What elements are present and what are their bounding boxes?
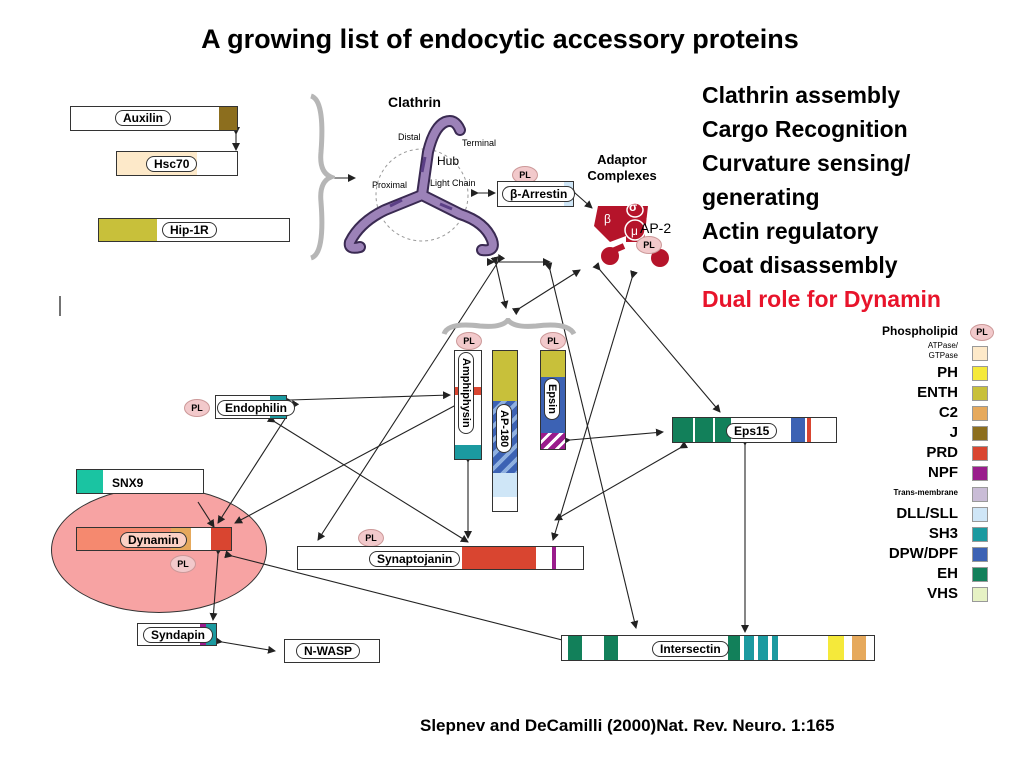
legend-swatch	[972, 507, 988, 522]
legend-row-npf: NPF	[880, 464, 988, 482]
endophilin-label: Endophilin	[217, 400, 295, 416]
adaptor-label-line: Adaptor	[597, 152, 647, 167]
legend-swatch	[972, 366, 988, 381]
legend-label: ATPase/ GTPase	[928, 341, 958, 361]
legend-row-vhs: VHS	[880, 585, 988, 603]
epsin-label: Epsin	[544, 378, 560, 420]
legend-label: NPF	[928, 464, 958, 481]
legend-label-line: GTPase	[928, 351, 958, 360]
clathrin-distal-label: Distal	[398, 132, 421, 142]
legend-label: EH	[937, 565, 958, 582]
legend-row-eh: EH	[880, 565, 988, 583]
phospholipid-badge: PL	[540, 332, 566, 350]
legend-row-dpw: DPW/DPF	[880, 545, 988, 563]
eps15-label: Eps15	[726, 423, 778, 439]
role-item: Clathrin assembly	[702, 82, 901, 108]
citation: Slepnev and DeCamilli (2000)Nat. Rev. Ne…	[420, 716, 835, 735]
legend-label-line: ATPase/	[927, 341, 958, 350]
hsc70-label: Hsc70	[146, 156, 198, 172]
legend-row-enth: ENTH	[880, 384, 988, 402]
legend-label: Phospholipid	[882, 324, 958, 338]
clathrin-hub-label: Hub	[437, 154, 460, 168]
legend-row-prd: PRD	[880, 444, 988, 462]
phospholipid-badge: PL	[358, 529, 384, 547]
hip1r-label: Hip-1R	[162, 222, 217, 238]
intersectin-bar	[561, 635, 875, 661]
legend-label: ENTH	[917, 384, 958, 401]
legend-label: C2	[938, 404, 958, 421]
legend-row-dll: DLL/SLL	[880, 505, 988, 523]
ap2-label: AP-2	[640, 220, 672, 236]
legend-swatch	[972, 426, 988, 441]
role-item: Coat disassembly	[702, 252, 898, 278]
phospholipid-badge: PL	[184, 399, 210, 417]
snx9-label: SNX9	[112, 476, 144, 490]
legend-swatch	[972, 406, 988, 421]
legend-swatch	[972, 587, 988, 602]
legend-row-j: J	[880, 424, 988, 442]
clathrin-light-chain-label: Light Chain	[430, 178, 476, 188]
snx9-bar	[76, 469, 204, 494]
adaptor-label: Adaptor Complexes	[582, 152, 662, 184]
ap2-mu: μ	[631, 224, 638, 238]
legend-swatch	[972, 446, 988, 461]
phospholipid-badge: PL	[456, 332, 482, 350]
legend-label: SH3	[928, 525, 958, 542]
legend-label: DLL/SLL	[896, 505, 958, 522]
bracket-left	[309, 93, 335, 261]
clathrin-triskelion: Clathrin Hub Distal Terminal Proximal Li…	[330, 92, 510, 262]
legend-label: PH	[937, 364, 958, 381]
role-item: generating	[702, 184, 820, 210]
legend-swatch	[972, 346, 988, 361]
syndapin-label: Syndapin	[143, 627, 214, 643]
ap2-shape	[594, 202, 669, 267]
clathrin-shape	[343, 115, 499, 257]
legend-row-ph: PH	[880, 364, 988, 382]
legend-swatch	[972, 567, 988, 582]
legend-swatch	[972, 527, 988, 542]
ap2-sigma: σ	[629, 200, 638, 214]
legend-row-atpase: ATPase/ GTPase	[880, 341, 988, 365]
legend-label: VHS	[927, 585, 958, 602]
roles-list: Clathrin assembly Cargo Recognition Curv…	[702, 78, 941, 316]
role-item: Actin regulatory	[702, 218, 879, 244]
arrestin-label: β-Arrestin	[502, 186, 576, 202]
nwasp-label: N-WASP	[296, 643, 360, 659]
role-item: Curvature sensing/	[702, 150, 911, 176]
clathrin-terminal-label: Terminal	[462, 138, 497, 148]
ap180-label: AP-180	[496, 404, 512, 454]
legend-swatch	[972, 547, 988, 562]
legend-row-sh3: SH3	[880, 525, 988, 543]
phospholipid-badge: PL	[970, 324, 994, 341]
legend-row-transmembrane: Trans-membrane	[880, 485, 988, 503]
legend-label: Trans-membrane	[893, 488, 958, 497]
intersectin-label: Intersectin	[652, 641, 729, 657]
legend-label: PRD	[926, 444, 958, 461]
auxilin-label: Auxilin	[115, 110, 172, 126]
legend-row-c2: C2	[880, 404, 988, 422]
clathrin-label: Clathrin	[388, 94, 441, 110]
legend-row-phospholipid: Phospholipid PL	[880, 324, 994, 342]
legend-swatch	[972, 386, 988, 401]
legend-label: DPW/DPF	[888, 545, 958, 562]
slide-title: A growing list of endocytic accessory pr…	[201, 24, 799, 54]
ap2-beta: β	[604, 212, 611, 226]
synaptojanin-label: Synaptojanin	[369, 551, 461, 567]
legend-label: J	[949, 424, 958, 441]
clathrin-proximal-label: Proximal	[372, 180, 408, 190]
role-item-highlight: Dual role for Dynamin	[702, 286, 941, 312]
ap2-alpha: α	[646, 212, 653, 226]
ap2-complex: σ β α μ	[572, 196, 672, 276]
adaptor-label-line: Complexes	[587, 168, 657, 183]
amphiphysin-label: Amphiphysin	[458, 352, 474, 434]
dynamin-label: Dynamin	[120, 532, 187, 548]
bracket-top	[441, 318, 577, 336]
phospholipid-badge: PL	[170, 555, 196, 573]
legend-swatch	[972, 487, 988, 502]
phospholipid-badge: PL	[636, 236, 662, 254]
legend-swatch	[972, 466, 988, 481]
role-item: Cargo Recognition	[702, 116, 908, 142]
